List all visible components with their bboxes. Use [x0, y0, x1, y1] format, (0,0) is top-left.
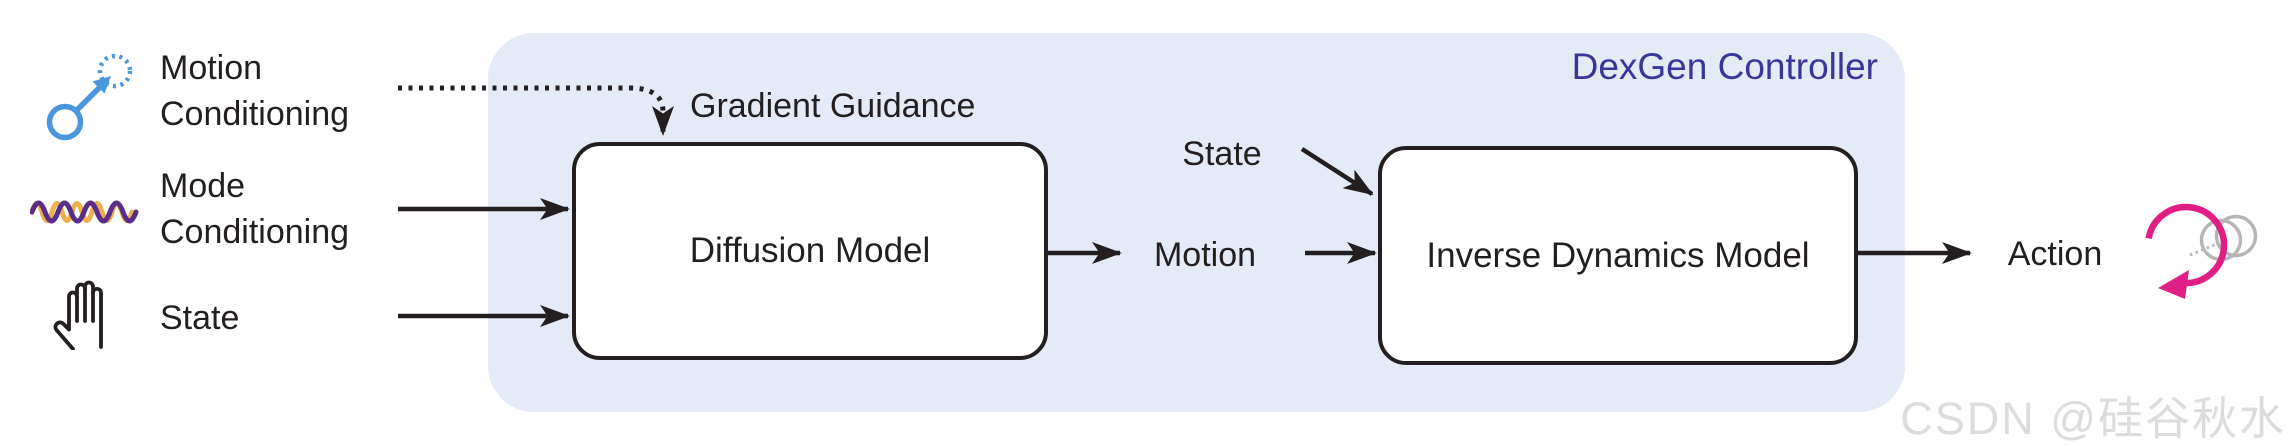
- motion-trajectory-icon: [46, 53, 133, 141]
- input-label-mode-conditioning: Mode Conditioning: [160, 167, 350, 251]
- input-label-state: State: [160, 299, 240, 337]
- diffusion-model-node: Diffusion Model: [572, 142, 1048, 360]
- watermark-text: CSDN @硅谷秋水: [1900, 393, 2286, 444]
- edge-label-action: Action: [2007, 235, 2103, 273]
- inverse-dynamics-model-label: Inverse Dynamics Model: [1426, 235, 1810, 275]
- mode-waves-icon: [30, 200, 139, 224]
- diffusion-model-label: Diffusion Model: [689, 231, 931, 270]
- hand-icon: [53, 280, 103, 350]
- edge-label-state: State: [1182, 135, 1262, 173]
- edge-label-gradient-guidance: Gradient Guidance: [690, 87, 976, 125]
- inverse-dynamics-model-node: Inverse Dynamics Model: [1378, 146, 1858, 365]
- edge-label-motion: Motion: [1153, 236, 1257, 274]
- input-label-motion-conditioning: Motion Conditioning: [160, 49, 350, 133]
- rotation-arrow-icon: [2145, 203, 2258, 299]
- panel-title: DexGen Controller: [1571, 46, 1878, 87]
